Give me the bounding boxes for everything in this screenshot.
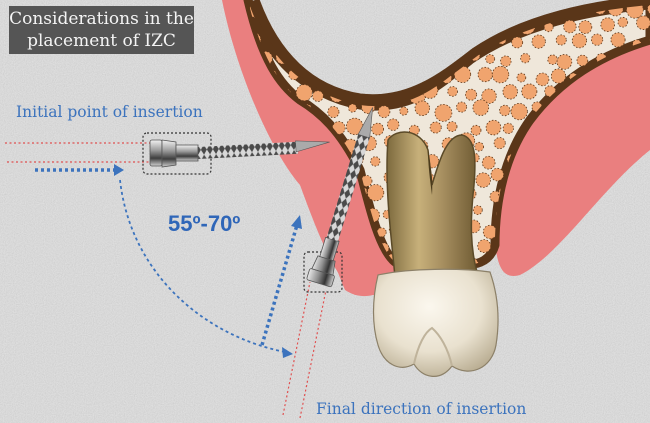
title-line-1: Considerations in the: [9, 8, 194, 30]
trabecular-cell: [430, 122, 441, 133]
trabecular-cell: [473, 206, 482, 215]
trabecular-cell: [522, 84, 537, 99]
trabecular-cell: [521, 54, 530, 63]
final-direction-label: Final direction of insertion: [316, 400, 526, 418]
trabecular-cell: [491, 168, 504, 181]
trabecular-cell: [511, 103, 527, 119]
trabecular-cell: [475, 142, 484, 151]
trabecular-cell: [328, 106, 339, 117]
trabecular-cell: [476, 173, 491, 188]
trabecular-cell: [501, 56, 512, 67]
trabecular-cell: [486, 120, 501, 135]
trabecular-cell: [387, 119, 399, 131]
trabecular-cell: [572, 34, 586, 48]
trabecular-cell: [457, 102, 467, 112]
trabecular-cell: [313, 91, 324, 102]
trabecular-cell: [471, 125, 481, 135]
angle-range-label: 55º-70º: [168, 211, 240, 237]
trabecular-cell: [500, 105, 511, 116]
trabecular-cell: [478, 240, 491, 253]
trabecular-cell: [447, 122, 457, 132]
trabecular-cell: [378, 106, 390, 118]
trabecular-cell: [601, 18, 615, 32]
trabecular-cell: [512, 37, 523, 48]
trabecular-cell: [532, 35, 545, 48]
trabecular-cell: [579, 21, 592, 34]
trabecular-cell: [637, 16, 650, 30]
trabecular-cell: [296, 85, 312, 101]
trabecular-cell: [591, 34, 602, 45]
trabecular-cell: [536, 73, 549, 86]
trabecular-cell: [503, 85, 518, 100]
trabecular-cell: [482, 156, 495, 169]
trabecular-cell: [473, 100, 489, 116]
trabecular-cell: [466, 89, 477, 100]
trabecular-cell: [349, 104, 357, 112]
trabecular-cell: [371, 157, 380, 166]
trabecular-cell: [478, 67, 492, 81]
trabecular-cell: [577, 55, 588, 66]
trabecular-cell: [611, 33, 625, 47]
trabecular-cell: [548, 55, 558, 65]
trabecular-cell: [415, 101, 430, 116]
initial-insertion-label: Initial point of insertion: [16, 103, 203, 121]
trabecular-cell: [372, 123, 384, 135]
trabecular-cell: [517, 73, 526, 82]
trabecular-cell: [435, 104, 452, 121]
trabecular-cell: [551, 69, 565, 83]
trabecular-cell: [557, 55, 572, 70]
tooth-crown: [374, 269, 499, 376]
title-line-2: placement of IZC: [9, 30, 194, 52]
trabecular-cell: [367, 185, 383, 201]
trabecular-cell: [494, 138, 505, 149]
title-box: Considerations in the placement of IZC: [9, 6, 194, 54]
trabecular-cell: [618, 17, 628, 27]
trabecular-cell: [400, 107, 408, 115]
trabecular-cell: [483, 225, 497, 239]
trabecular-cell: [492, 66, 509, 83]
trabecular-cell: [486, 55, 495, 64]
trabecular-cell: [448, 87, 458, 97]
trabecular-cell: [503, 123, 513, 133]
trabecular-cell: [564, 20, 577, 33]
trabecular-cell: [556, 35, 566, 45]
